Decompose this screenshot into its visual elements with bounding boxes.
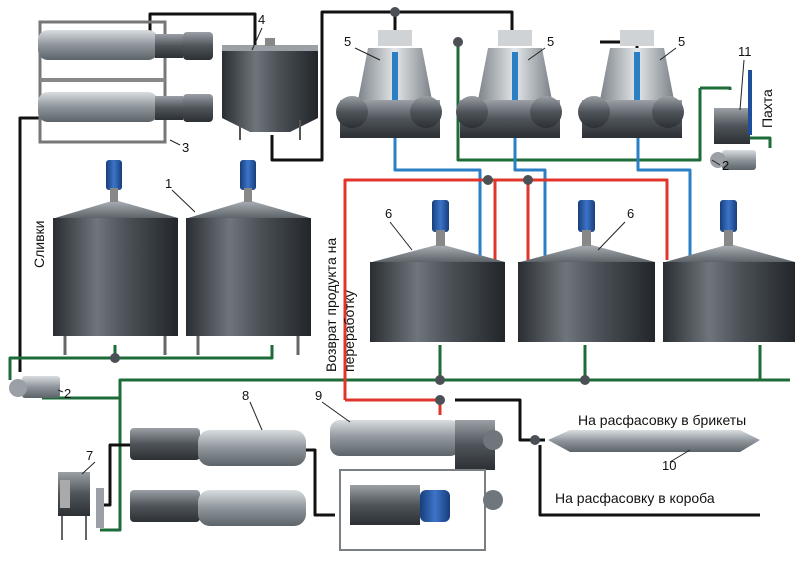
pump-2-right bbox=[710, 150, 756, 170]
label-5-left: 5 bbox=[344, 34, 351, 49]
label-10: 10 bbox=[662, 458, 676, 473]
label-return-line1: Возврат продукта на bbox=[323, 238, 339, 372]
pipe-red-return bbox=[343, 178, 669, 400]
leader-lines bbox=[57, 27, 745, 475]
pipe-green-pump2 bbox=[750, 136, 772, 148]
cream-tanks-1 bbox=[53, 160, 311, 355]
label-pakhta: Пахта bbox=[759, 89, 775, 128]
label-8: 8 bbox=[242, 388, 249, 403]
label-4: 4 bbox=[258, 12, 265, 27]
pipe-green-to7 bbox=[42, 378, 790, 400]
unit-8 bbox=[130, 428, 306, 526]
heat-exchanger-3 bbox=[38, 20, 213, 144]
pipe-blue-3 bbox=[636, 120, 692, 260]
pipe-green-tanks1 bbox=[8, 345, 274, 380]
label-6-middle: 6 bbox=[627, 206, 634, 221]
conveyor-10 bbox=[548, 430, 760, 452]
label-2-left: 2 bbox=[64, 386, 71, 401]
pipe-blue-2 bbox=[513, 120, 547, 260]
label-to-briquettes: На расфасовку в брикеты bbox=[578, 412, 746, 428]
label-3: 3 bbox=[182, 140, 189, 155]
label-6-left: 6 bbox=[385, 206, 392, 221]
pipe-black-top bbox=[148, 12, 257, 48]
label-9: 9 bbox=[315, 388, 322, 403]
tank-1-left bbox=[53, 160, 178, 355]
pipe-green-ret bbox=[438, 345, 762, 380]
separator-right bbox=[578, 30, 684, 138]
label-1: 1 bbox=[165, 176, 172, 191]
pipe-black-slivki bbox=[18, 116, 40, 372]
pipe-green-buttermilk2 bbox=[700, 86, 732, 90]
pipe-green-to7b bbox=[100, 380, 122, 532]
tank-6-left bbox=[370, 200, 505, 342]
pipe-red-3 bbox=[345, 398, 442, 415]
labels: 1 2 2 3 4 5 5 5 6 6 7 8 9 10 11 Сливки П… bbox=[31, 12, 775, 506]
buttermilk-tank-11 bbox=[714, 70, 752, 144]
pipe-green-buttermilk bbox=[456, 42, 702, 162]
label-2-right: 2 bbox=[722, 158, 729, 173]
pipe-red-2 bbox=[493, 180, 530, 260]
label-5-right: 5 bbox=[678, 34, 685, 49]
pipe-blue-1 bbox=[393, 120, 482, 260]
label-5-middle: 5 bbox=[547, 34, 554, 49]
buffer-tank-4 bbox=[222, 38, 318, 140]
butter-maker-9 bbox=[330, 420, 503, 551]
pipe-black-boxes bbox=[538, 445, 760, 517]
pump-2-left bbox=[9, 376, 60, 398]
label-11: 11 bbox=[738, 44, 752, 59]
ripening-tanks-6 bbox=[370, 200, 795, 342]
tank-6-middle bbox=[518, 200, 655, 342]
separator-middle bbox=[456, 30, 562, 138]
pipe-black-sep-header bbox=[270, 10, 514, 162]
separators-5 bbox=[336, 30, 684, 138]
separator-left bbox=[336, 30, 442, 138]
valves bbox=[110, 7, 590, 445]
label-slivki: Сливки bbox=[31, 221, 47, 268]
label-return-line2: переработку bbox=[341, 290, 357, 372]
label-7: 7 bbox=[86, 448, 93, 463]
unit-7 bbox=[58, 472, 104, 540]
pipe-black-8to9 bbox=[305, 448, 335, 517]
tank-6-right bbox=[663, 200, 795, 342]
tank-1-right bbox=[186, 160, 311, 355]
label-to-boxes: На расфасовку в короба bbox=[555, 490, 715, 506]
